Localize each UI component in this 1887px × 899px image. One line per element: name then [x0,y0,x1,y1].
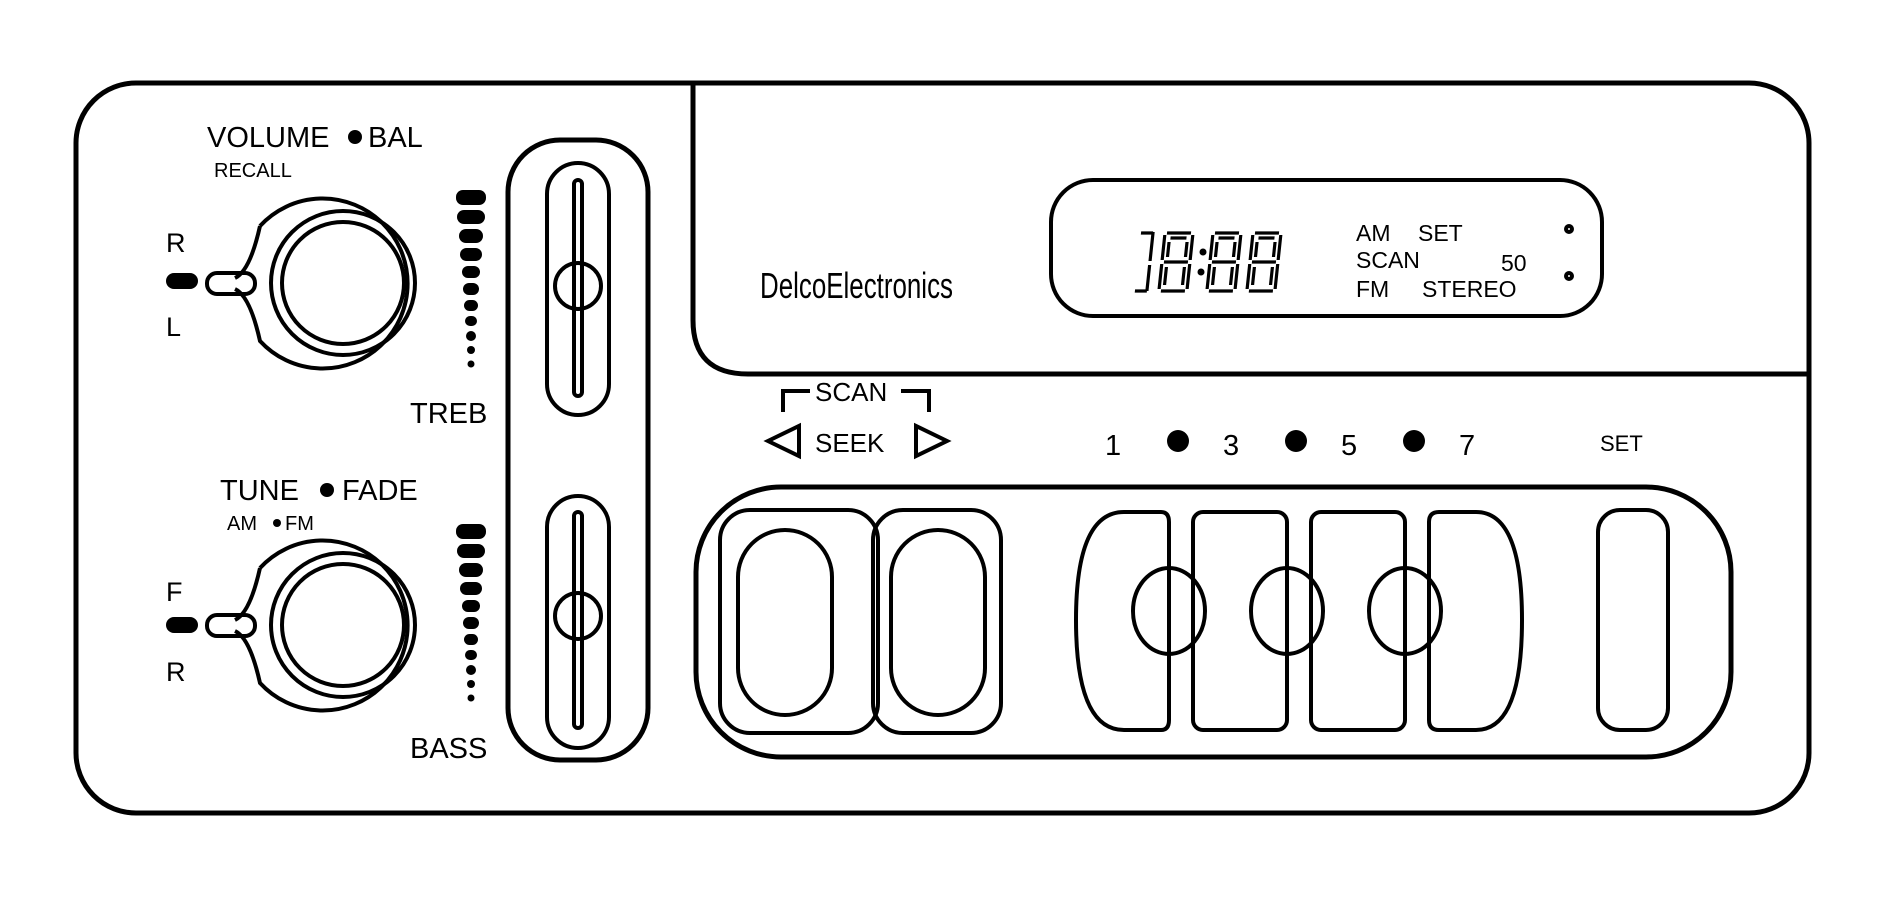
clock-digits [1134,231,1283,293]
bal-indicator-bar [166,273,198,289]
fade-front-label: F [166,577,183,607]
preset-button-5-6[interactable] [1309,510,1407,732]
bass-slider[interactable] [545,494,611,750]
preset-label-7: 7 [1459,430,1475,462]
clock-colon-top [1199,248,1207,256]
recall-label: RECALL [214,160,292,182]
indicator-stereo: STEREO [1422,276,1517,302]
preset-label-3: 3 [1223,430,1239,462]
preset-button-7-8[interactable] [1427,510,1525,732]
bal-right-label: R [166,228,186,258]
preset-dot-6 [1403,430,1425,452]
preset-label-1: 1 [1105,430,1121,462]
tune-fade-knob[interactable] [205,538,417,713]
volume-bal-knob[interactable] [205,196,417,371]
fm-label: FM [285,513,314,535]
volume-label: VOLUME [207,122,329,154]
display-indicator-dot-bottom [1564,271,1574,281]
treble-slider[interactable] [545,161,611,417]
display-panel [690,83,1809,377]
bass-slider-thumb[interactable] [553,591,603,641]
indicator-set: SET [1418,220,1463,246]
bal-left-label: L [166,312,181,342]
seek-left-icon [763,422,801,460]
preset-dot-4 [1285,430,1307,452]
seek-up-button[interactable] [871,508,1003,735]
fade-rear-label: R [166,657,186,687]
display-indicator-dot-top [1564,224,1574,234]
button-bay [693,484,1734,760]
bal-label: BAL [368,122,423,154]
am-fm-dot [273,519,281,527]
seek-right-icon [914,422,952,460]
volume-bal-dot [348,130,362,144]
preset-buttons [1073,510,1525,732]
tune-label: TUNE [220,475,299,507]
seek-down-button[interactable] [718,508,880,735]
indicator-50: 50 [1501,250,1527,276]
set-label: SET [1600,431,1643,456]
set-button[interactable] [1596,508,1670,732]
preset-button-3-4[interactable] [1191,510,1289,732]
scan-bracket [781,389,931,412]
treb-label: TREB [410,398,487,430]
lcd-display [1049,178,1604,318]
indicator-scan: SCAN [1356,247,1420,273]
treble-scale-marks [456,190,486,368]
bass-label: BASS [410,733,487,765]
brand-logo: DelcoElectronics [760,266,953,306]
radio-housing [73,80,1812,816]
scan-label: SCAN [815,377,887,407]
fade-label: FADE [342,475,418,507]
tune-fade-dot [320,483,334,497]
indicator-fm: FM [1356,276,1389,302]
treble-slider-thumb[interactable] [553,261,603,311]
bass-scale-marks [456,524,486,702]
seek-label: SEEK [815,428,885,458]
preset-button-1-2[interactable] [1073,510,1171,732]
slider-housing [505,137,651,763]
am-label: AM [227,513,257,535]
preset-label-5: 5 [1341,430,1357,462]
indicator-am: AM [1356,220,1391,246]
preset-dot-2 [1167,430,1189,452]
fade-indicator-bar [166,617,198,633]
clock-colon-bottom [1197,268,1205,276]
